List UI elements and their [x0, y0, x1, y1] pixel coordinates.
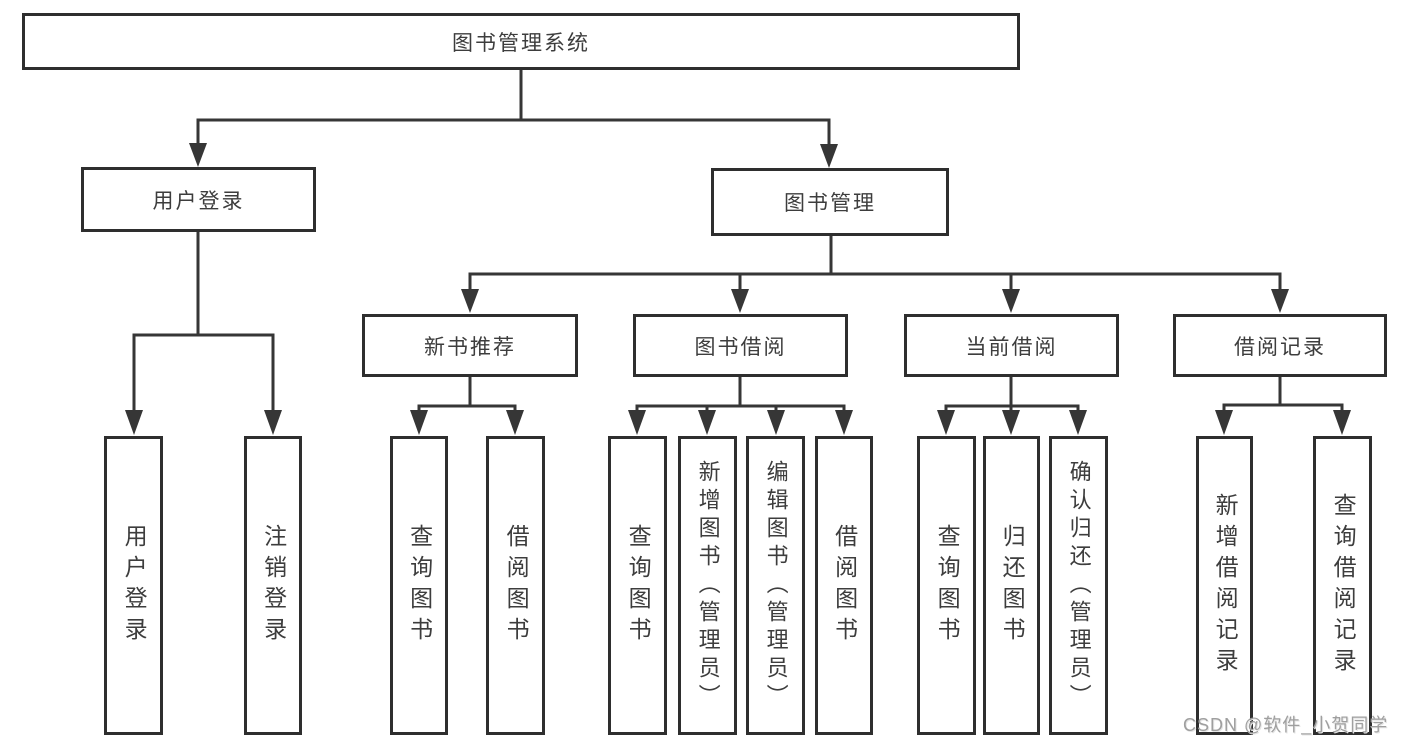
node-book-borrow-label: 图书借阅 — [694, 335, 787, 359]
node-borrow-records-label: 借阅记录 — [1234, 335, 1326, 359]
leaf-query-borrow-record: 查询借阅记录 — [1313, 436, 1372, 735]
node-user-login: 用户登录 — [81, 167, 316, 232]
leaf-edit-book-admin: 编辑图书（管理员） — [746, 436, 805, 735]
leaf-query-books-borrow-label: 查询图书 — [625, 523, 652, 648]
leaf-borrow-books-recommend-label: 借阅图书 — [503, 523, 530, 648]
leaf-edit-book-admin-label: 编辑图书（管理员） — [763, 459, 789, 712]
leaf-query-books-current: 查询图书 — [917, 436, 976, 735]
leaf-query-borrow-record-label: 查询借阅记录 — [1330, 492, 1357, 679]
leaf-logout-label: 注销登录 — [260, 523, 287, 648]
leaf-user-login: 用户登录 — [104, 436, 163, 735]
leaf-return-book: 归还图书 — [983, 436, 1040, 735]
node-book-management: 图书管理 — [711, 168, 949, 236]
leaf-borrow-books-recommend: 借阅图书 — [486, 436, 545, 735]
leaf-borrow-books-label: 借阅图书 — [831, 523, 858, 648]
leaf-add-book-admin-label: 新增图书（管理员） — [695, 459, 721, 712]
leaf-query-books-recommend-label: 查询图书 — [406, 523, 433, 648]
node-new-book-recommend-label: 新书推荐 — [424, 335, 516, 359]
node-new-book-recommend: 新书推荐 — [362, 314, 578, 377]
node-system-root: 图书管理系统 — [22, 13, 1020, 70]
node-current-borrow: 当前借阅 — [904, 314, 1119, 377]
node-book-borrow: 图书借阅 — [633, 314, 848, 377]
node-borrow-records: 借阅记录 — [1173, 314, 1387, 377]
leaf-add-borrow-record-label: 新增借阅记录 — [1212, 492, 1239, 679]
node-book-management-label: 图书管理 — [784, 192, 876, 215]
leaf-confirm-return-admin-label: 确认归还（管理员） — [1066, 459, 1092, 712]
leaf-confirm-return-admin: 确认归还（管理员） — [1049, 436, 1108, 735]
leaf-query-books-recommend: 查询图书 — [390, 436, 448, 735]
node-system-root-label: 图书管理系统 — [452, 31, 590, 55]
arrowheads — [125, 143, 1351, 435]
watermark: CSDN @软件_小贺同学 — [1183, 715, 1389, 735]
leaf-query-books-current-label: 查询图书 — [934, 523, 961, 648]
leaf-add-borrow-record: 新增借阅记录 — [1196, 436, 1253, 735]
leaf-borrow-books: 借阅图书 — [815, 436, 873, 735]
leaf-logout: 注销登录 — [244, 436, 302, 735]
leaf-return-book-label: 归还图书 — [999, 523, 1026, 648]
node-user-login-label: 用户登录 — [152, 189, 245, 213]
leaf-add-book-admin: 新增图书（管理员） — [678, 436, 737, 735]
leaf-user-login-label: 用户登录 — [121, 523, 148, 648]
leaf-query-books-borrow: 查询图书 — [608, 436, 667, 735]
node-current-borrow-label: 当前借阅 — [965, 335, 1058, 359]
